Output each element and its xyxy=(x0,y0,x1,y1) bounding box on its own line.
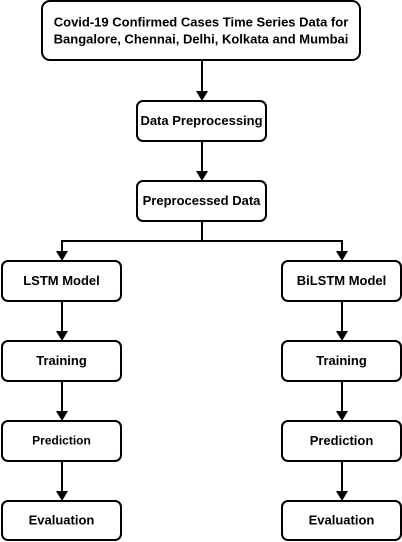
bilstm-model-label: BiLSTM Model xyxy=(297,273,387,288)
connectors xyxy=(56,61,348,501)
arrowhead xyxy=(56,411,68,421)
arrowhead xyxy=(56,251,68,261)
source-data-line-2: Bangalore, Chennai, Delhi, Kolkata and M… xyxy=(54,31,349,46)
arrowhead xyxy=(196,171,208,181)
bilstm-model-node: BiLSTM Model xyxy=(281,260,402,302)
bilstm-prediction-label: Prediction xyxy=(310,433,374,448)
lstm-training-node: Training xyxy=(1,340,122,382)
arrowhead xyxy=(56,331,68,341)
data-preprocessing-node: Data Preprocessing xyxy=(136,100,267,142)
edge-preprocessed-to-lstm xyxy=(61,221,203,253)
bilstm-evaluation-label: Evaluation xyxy=(309,512,375,527)
bilstm-training-label: Training xyxy=(316,353,367,368)
arrowhead xyxy=(336,251,348,261)
source-data-line-1: Covid-19 Confirmed Cases Time Series Dat… xyxy=(54,14,349,29)
preprocessed-data-node: Preprocessed Data xyxy=(136,180,267,222)
source-data-node: Covid-19 Confirmed Cases Time Series Dat… xyxy=(41,0,361,61)
arrowhead xyxy=(56,491,68,501)
preprocessed-data-label: Preprocessed Data xyxy=(143,193,262,208)
lstm-evaluation-node: Evaluation xyxy=(1,500,122,541)
arrowhead xyxy=(336,491,348,501)
arrowhead xyxy=(196,91,208,101)
lstm-model-node: LSTM Model xyxy=(1,260,122,302)
arrowhead xyxy=(336,331,348,341)
bilstm-prediction-node: Prediction xyxy=(281,420,402,462)
lstm-evaluation-label: Evaluation xyxy=(29,512,95,527)
lstm-prediction-label: Prediction xyxy=(32,434,91,448)
arrowhead xyxy=(336,411,348,421)
lstm-training-label: Training xyxy=(36,353,87,368)
lstm-model-label: LSTM Model xyxy=(23,273,100,288)
bilstm-evaluation-node: Evaluation xyxy=(281,500,402,541)
edge-preprocessed-to-bilstm xyxy=(202,240,343,253)
lstm-prediction-node: Prediction xyxy=(1,420,122,462)
bilstm-training-node: Training xyxy=(281,340,402,382)
data-preprocessing-label: Data Preprocessing xyxy=(140,113,262,128)
